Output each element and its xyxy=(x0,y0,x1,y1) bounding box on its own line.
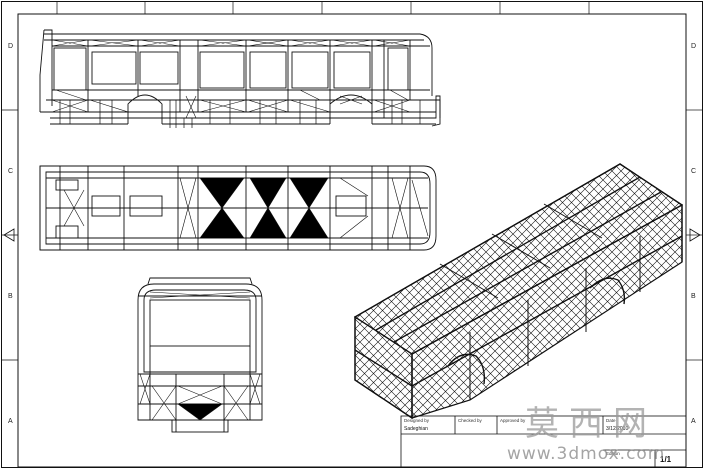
zone-label-right-a: A xyxy=(691,418,696,425)
watermark-chinese: 莫西网 xyxy=(525,404,657,444)
approved-by-label: Approved by xyxy=(500,418,526,423)
zone-label-left-c: C xyxy=(8,168,14,175)
side-view xyxy=(39,29,441,127)
zone-label-left-b: B xyxy=(8,293,13,300)
edition-label: Edition xyxy=(606,451,620,456)
sheet-number: 1/1 xyxy=(660,455,672,464)
watermark-url: www.3dmox.com xyxy=(507,444,666,464)
top-view-bracing xyxy=(63,177,429,239)
title-block-frame xyxy=(400,415,687,468)
side-view-bracing xyxy=(51,39,411,119)
centering-mark-right xyxy=(689,228,701,242)
date-label: Date xyxy=(606,418,616,423)
drawing-date: 3/12/2010 xyxy=(606,426,629,432)
designer-name: Sadeghian xyxy=(404,426,428,432)
zone-label-right-b: B xyxy=(691,293,696,300)
top-view xyxy=(39,165,437,251)
end-view-bracing xyxy=(139,291,261,421)
zone-label-left-d: D xyxy=(8,43,14,50)
inner-border xyxy=(17,13,687,468)
centering-mark-left xyxy=(3,228,15,242)
designed-by-label: Designed by xyxy=(404,418,430,423)
zone-label-left-a: A xyxy=(8,418,13,425)
zone-label-right-c: C xyxy=(691,168,697,175)
end-view xyxy=(137,277,263,433)
border-ticks xyxy=(1,1,702,361)
isometric-view xyxy=(353,163,684,420)
checked-by-label: Checked by xyxy=(458,418,482,423)
zone-label-right-d: D xyxy=(691,43,697,50)
side-view-members xyxy=(59,100,421,128)
